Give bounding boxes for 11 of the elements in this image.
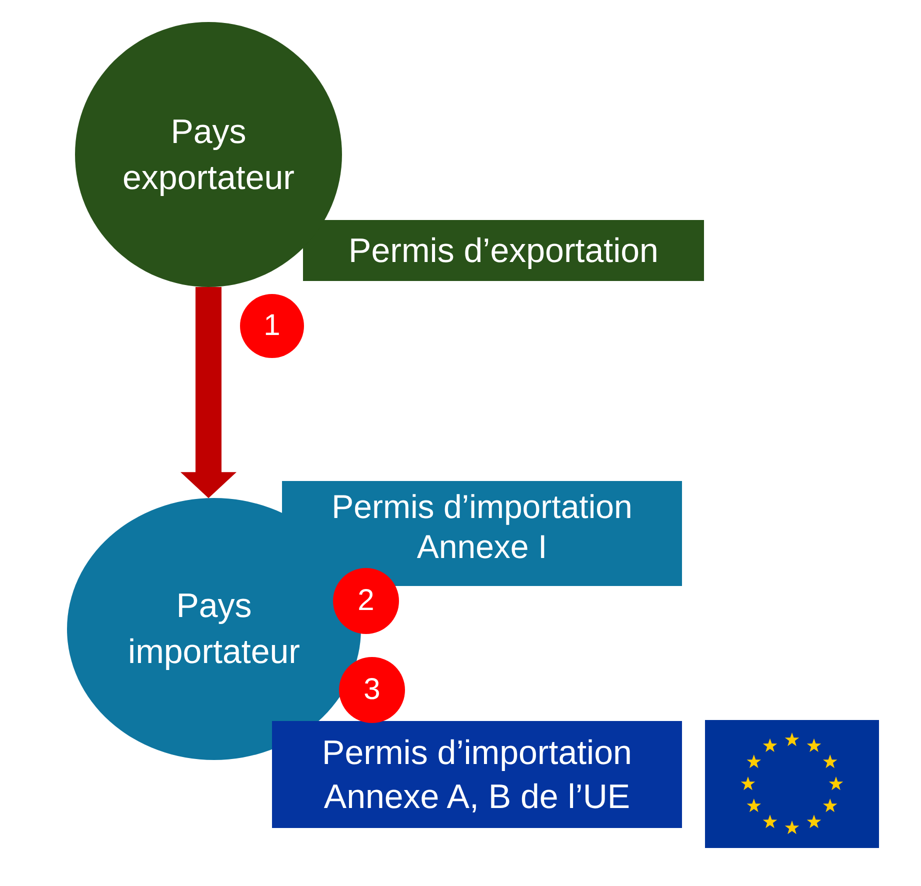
- permit-label: Permis d’importation Annexe A, B de l’UE: [321, 732, 633, 818]
- step-number: 1: [264, 309, 280, 343]
- arrow: [180, 287, 236, 498]
- country-label: Pays importateur: [127, 586, 301, 673]
- country-label: Pays exportateur: [122, 112, 296, 198]
- step-number: 3: [364, 673, 380, 707]
- permit-label: Permis d’exportation: [348, 230, 658, 272]
- permit-box: [272, 721, 682, 828]
- permit-label: Permis d’importation Annexe I: [330, 486, 634, 566]
- permit-box: [303, 220, 704, 281]
- step-number: 2: [358, 584, 374, 618]
